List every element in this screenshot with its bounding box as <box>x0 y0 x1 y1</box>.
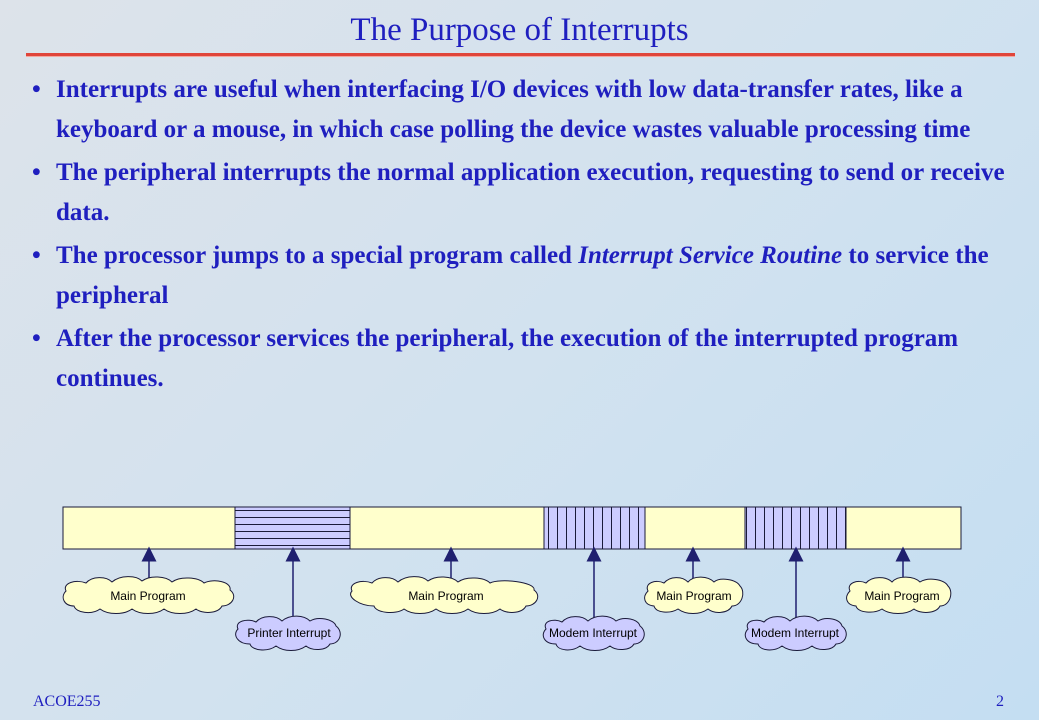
main-program-cloud: Main Program <box>62 576 235 614</box>
cloud-label: Main Program <box>864 589 939 603</box>
bullet-dot-icon: • <box>32 325 41 352</box>
bullet-item: • The processor jumps to a special progr… <box>32 236 1012 316</box>
cloud-label: Main Program <box>110 589 185 603</box>
bullet-item: • The peripheral interrupts the normal a… <box>32 153 1012 233</box>
main-program-cloud: Main Program <box>846 576 952 614</box>
cloud-label: Printer Interrupt <box>247 626 331 640</box>
timeline-segment-main <box>349 506 545 550</box>
timeline-segment-main <box>644 506 746 550</box>
bullet-dot-icon: • <box>32 242 41 269</box>
bullet-item: • Interrupts are useful when interfacing… <box>32 70 1012 150</box>
bullet-dot-icon: • <box>32 159 41 186</box>
slide-title: The Purpose of Interrupts <box>350 12 689 48</box>
cloud-icon <box>542 615 645 651</box>
timeline-segment-printer-interrupt <box>234 506 351 550</box>
cloud-label: Main Program <box>656 589 731 603</box>
timeline-segment-main <box>845 506 962 550</box>
modem-interrupt-cloud: Modem Interrupt <box>542 615 645 651</box>
bullet-text: After the processor services the periphe… <box>56 325 959 392</box>
bullet-text-pre: The processor jumps to a special program… <box>56 242 579 269</box>
cloud-label: Modem Interrupt <box>549 626 638 640</box>
bullet-text-italic: Interrupt Service Routine <box>578 242 843 269</box>
bullet-text: Interrupts are useful when interfacing I… <box>56 76 971 143</box>
cloud-icon <box>744 615 847 651</box>
title-divider <box>26 53 1015 57</box>
cloud-icon <box>235 615 341 651</box>
main-program-cloud: Main Program <box>644 576 744 614</box>
interrupt-timeline-diagram: Main Program Main Program Main Program M… <box>62 506 962 651</box>
bullet-list: • Interrupts are useful when interfacing… <box>32 70 1012 402</box>
printer-interrupt-cloud: Printer Interrupt <box>235 615 341 651</box>
modem-interrupt-cloud: Modem Interrupt <box>744 615 847 651</box>
timeline-segment-modem-interrupt <box>744 506 847 550</box>
timeline-segment-main <box>62 506 236 550</box>
cloud-label: Modem Interrupt <box>751 626 840 640</box>
cloud-icon <box>350 576 539 614</box>
bullet-text: The peripheral interrupts the normal app… <box>56 159 1005 226</box>
bullet-text-post: to service the peripheral <box>56 242 989 309</box>
main-program-cloud: Main Program <box>350 576 539 614</box>
cloud-icon <box>62 576 235 614</box>
bullet-dot-icon: • <box>32 76 41 103</box>
bullet-item: • After the processor services the perip… <box>32 319 1012 399</box>
cloud-icon <box>644 576 744 614</box>
timeline-segment-modem-interrupt <box>543 506 646 550</box>
footer-course-code: ACOE255 <box>33 693 101 710</box>
cloud-label: Main Program <box>408 589 483 603</box>
cloud-icon <box>846 576 952 614</box>
footer-page-number: 2 <box>996 693 1004 710</box>
